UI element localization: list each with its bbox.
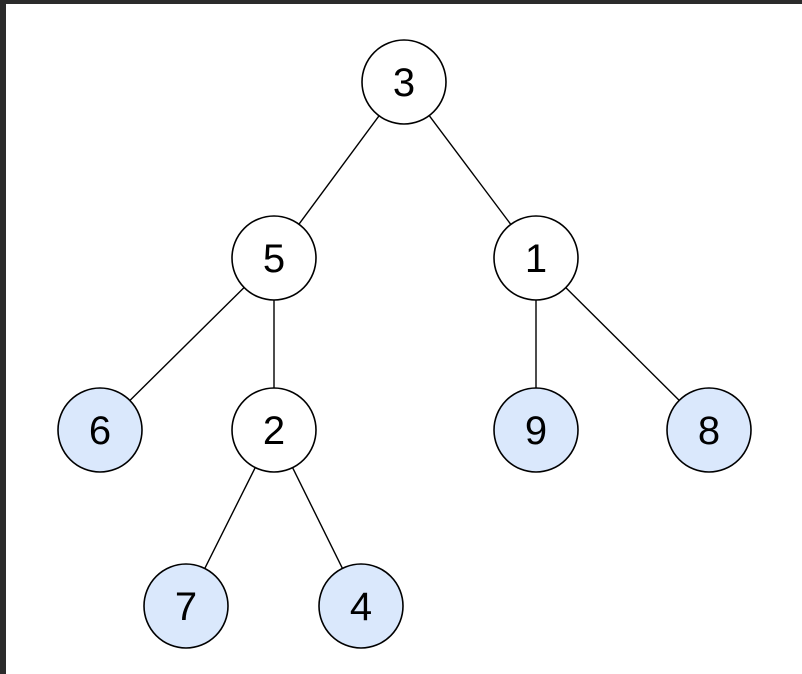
node-circle-8 <box>666 387 752 473</box>
node-label-5: 5 <box>263 237 285 281</box>
node-label-8: 8 <box>698 409 720 453</box>
node-label-3: 3 <box>393 61 415 105</box>
edge-2-to-7 <box>204 467 256 569</box>
node-label-1: 1 <box>525 237 547 281</box>
node-circle-5 <box>231 215 317 301</box>
tree-node-6: 6 <box>57 387 143 473</box>
tree-node-3: 3 <box>361 39 447 125</box>
edge-3-to-1 <box>428 115 512 225</box>
binary-tree-diagram: 3 5 1 6 2 9 8 7 4 <box>57 39 752 649</box>
edge-3-to-5 <box>298 115 380 225</box>
tree-node-5: 5 <box>231 215 317 301</box>
tree-node-7: 7 <box>143 563 229 649</box>
node-circle-3 <box>361 39 447 125</box>
edge-5-to-6 <box>129 287 245 401</box>
tree-node-4: 4 <box>318 563 404 649</box>
node-circle-1 <box>493 215 579 301</box>
node-circle-4 <box>318 563 404 649</box>
node-circle-7 <box>143 563 229 649</box>
node-label-4: 4 <box>350 585 372 629</box>
node-circle-2 <box>231 387 317 473</box>
node-circle-9 <box>493 387 579 473</box>
tree-node-1: 1 <box>493 215 579 301</box>
node-label-7: 7 <box>175 585 197 629</box>
edges-layer <box>129 115 680 569</box>
node-label-6: 6 <box>89 409 111 453</box>
tree-node-8: 8 <box>666 387 752 473</box>
node-label-2: 2 <box>263 409 285 453</box>
edge-2-to-4 <box>291 467 344 569</box>
nodes-layer: 3 5 1 6 2 9 8 7 4 <box>57 39 752 649</box>
tree-node-9: 9 <box>493 387 579 473</box>
node-label-9: 9 <box>525 409 547 453</box>
tree-node-2: 2 <box>231 387 317 473</box>
edge-1-to-8 <box>565 287 680 401</box>
diagram-canvas: 3 5 1 6 2 9 8 7 4 <box>4 4 802 674</box>
node-circle-6 <box>57 387 143 473</box>
